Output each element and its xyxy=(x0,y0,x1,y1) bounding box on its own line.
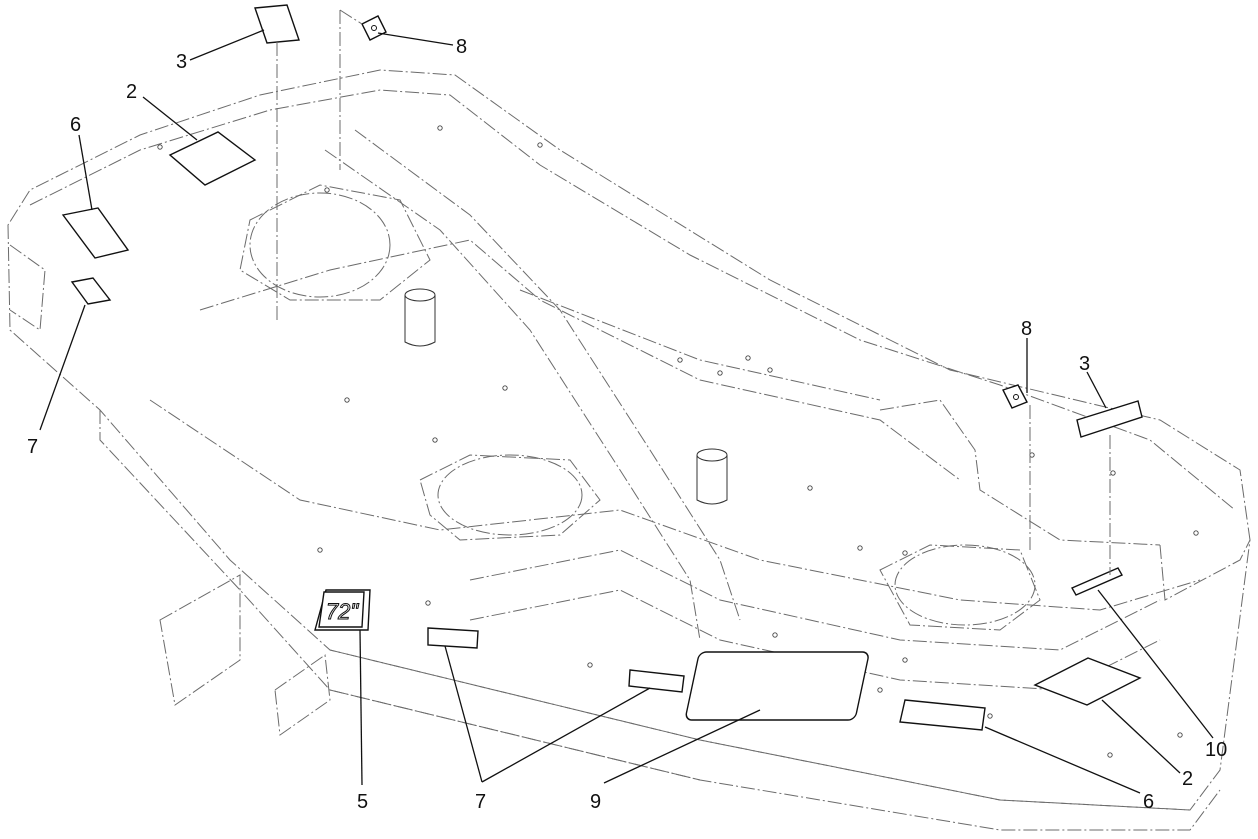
callout-labels: 3 8 2 6 7 8 3 5 7 9 6 2 10 xyxy=(27,36,1227,813)
callout-7-bottom: 7 xyxy=(475,791,486,813)
decals: 72" xyxy=(61,4,1143,731)
callout-3-right: 3 xyxy=(1079,353,1090,375)
deck-outline xyxy=(7,69,1251,831)
decal-10 xyxy=(1071,567,1123,596)
decal-8-right xyxy=(1002,384,1028,409)
callout-10: 10 xyxy=(1205,739,1227,761)
spindle-posts xyxy=(404,288,728,505)
decal-3-right xyxy=(1076,400,1143,438)
decal-9 xyxy=(685,651,869,721)
callout-6-bottom: 6 xyxy=(1143,791,1154,813)
decal-7-bottom-right xyxy=(628,669,685,693)
decal-7-left xyxy=(70,277,112,305)
mounting-holes xyxy=(157,125,1199,758)
decal-8-top xyxy=(361,15,387,41)
callout-6-left: 6 xyxy=(70,114,81,136)
callout-2-top: 2 xyxy=(126,81,137,103)
callout-7-left: 7 xyxy=(27,436,38,458)
placement-guides xyxy=(276,9,1111,575)
callout-8-top: 8 xyxy=(456,36,467,58)
decal-72-text: 72" xyxy=(326,599,359,624)
decal-6-left xyxy=(61,207,130,259)
decal-7-bottom-left xyxy=(427,627,479,649)
callout-5: 5 xyxy=(357,791,368,813)
decal-6-bottom xyxy=(899,699,986,731)
decal-3-top xyxy=(254,4,300,44)
spindle-housings xyxy=(239,184,1041,631)
callout-2-bottom: 2 xyxy=(1182,768,1193,790)
callout-9: 9 xyxy=(590,791,601,813)
callout-8-right: 8 xyxy=(1021,318,1032,340)
leader-lines xyxy=(39,29,1214,794)
callout-3-top: 3 xyxy=(176,51,187,73)
decal-2-bottom xyxy=(1033,657,1142,706)
decal-2-top xyxy=(168,131,257,186)
